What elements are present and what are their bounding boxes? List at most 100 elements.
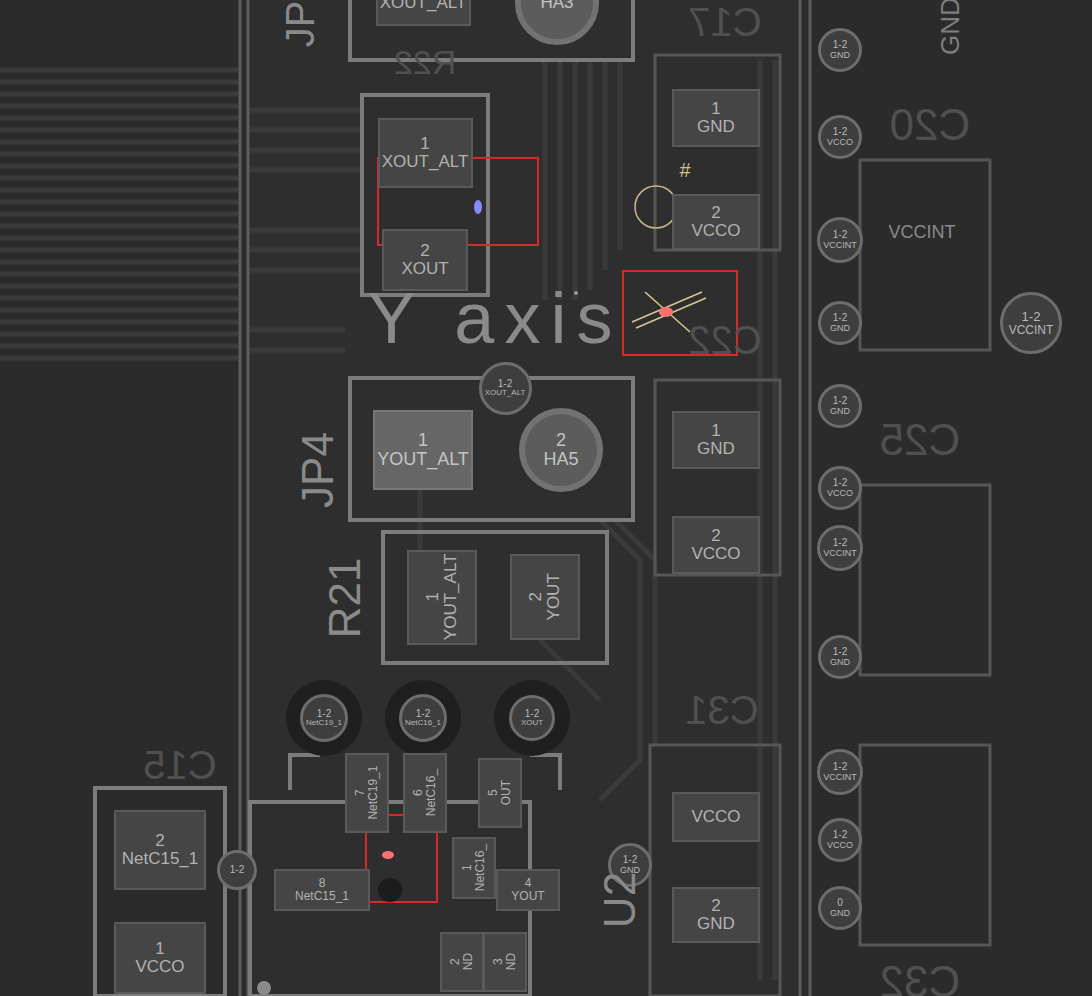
net-name: VCCINT (1009, 324, 1054, 337)
pad-text-group: 3ND (492, 953, 517, 970)
pad-text-group: 0GND (830, 898, 850, 918)
pad-text-group: 1-2NetC19_1 (306, 709, 342, 728)
pin-number: 1 (711, 100, 720, 118)
via: 1-2VCCO (818, 466, 862, 510)
pin-number: 2 (711, 897, 720, 915)
via: 1-2XOUT_ALT (479, 362, 532, 415)
pad-text-group: VCCO (691, 808, 740, 826)
smd-pad: 3ND (483, 932, 527, 992)
pad-text-group: 1-2GND (830, 647, 850, 667)
pin-number: 7 (354, 790, 367, 797)
pin-number: 2 (155, 832, 164, 850)
bottom-silkscreen-label: C20 (890, 103, 971, 147)
pin-number: 1-2 (833, 538, 847, 549)
net-name: YOUT (545, 573, 563, 620)
pin-number: 1-2 (833, 396, 847, 407)
bottom-silkscreen-label: C31 (685, 690, 758, 730)
net-name: YOUT_ALT (377, 450, 469, 469)
via: 1-2XOUT (509, 695, 555, 741)
pad-text-group: 1VCCO (135, 940, 184, 976)
pad-text-group: 2HA5 (543, 431, 578, 469)
smd-pad: 7NetC19_1 (345, 753, 389, 833)
pin-number: 0 (837, 898, 843, 909)
smd-pad: 1GND (672, 411, 760, 469)
via: 1-2VCCINT (817, 217, 863, 263)
silkscreen-label: U2 (598, 872, 642, 928)
pin-number: 2 (711, 527, 720, 545)
pad-text-group: 1GND (697, 100, 735, 136)
pin-number: 2 (449, 959, 462, 966)
pad-text-group: 1-2XOUT (521, 709, 543, 728)
pad-text-group: 1-2GND (830, 396, 850, 416)
net-name: 1-2 (230, 865, 244, 876)
pin-number: 1-2 (623, 855, 637, 866)
net-name: GND (697, 118, 735, 136)
net-name: VCCO (827, 138, 853, 147)
net-name: VCCINT (823, 241, 857, 250)
pad-text-group: 1-2VCCINT (1009, 310, 1054, 336)
net-name: NetC16_ (474, 844, 487, 891)
net-name: NetC15_1 (122, 850, 199, 868)
pin-number: 1-2 (833, 647, 847, 658)
net-name: XOUT (521, 719, 543, 727)
smd-pad: 2VCCO (672, 194, 760, 250)
net-name: XOUT_ALT (380, 0, 467, 12)
via: 1-2GND (818, 384, 862, 428)
through-hole-pad: 2HA5 (519, 408, 603, 492)
via: 1-2NetC16_1 (399, 694, 447, 742)
net-name: XOUT (401, 260, 448, 278)
pin-number: 6 (412, 790, 425, 797)
pad-text-group: 2NetC15_1 (122, 832, 199, 868)
smd-pad: 2GND (672, 887, 760, 943)
through-hole-pad: 1YOUT_ALT (373, 410, 473, 490)
pad-text-group: 1-2GND (830, 40, 850, 60)
net-name: VCCINT (823, 773, 857, 782)
pin-number: 1 (418, 431, 428, 450)
pin-number: 1 (461, 865, 474, 872)
smd-pad: 2NetC15_1 (114, 810, 206, 890)
bottom-silkscreen-label: C32 (880, 960, 961, 996)
pin-number: 1-2 (833, 478, 847, 489)
smd-pad: 6NetC16_ (403, 753, 447, 833)
pad-text-group: 2GND (697, 897, 735, 933)
smd-pad: 2YOUT (510, 554, 580, 640)
pin-number: 1-2 (416, 709, 430, 720)
pad-text-group: 8NetC15_1 (295, 877, 349, 902)
net-name: GND (830, 324, 850, 333)
via: 1-2VCCO (818, 818, 862, 862)
pin-number: 1 (711, 422, 720, 440)
net-name: OUT (500, 780, 513, 805)
silkscreen-label: # (679, 160, 690, 180)
pin-number: 1-2 (833, 40, 847, 51)
smd-pad: 1XOUT_ALT (378, 118, 473, 188)
pad-text-group: 1-2VCCO (827, 478, 853, 498)
pad-text-group: 2VCCO (691, 527, 740, 563)
silkscreen-label: Y axis (368, 282, 623, 354)
pad-text-group: 1-2VCCINT (823, 230, 857, 250)
pin-number: 2 (527, 592, 545, 601)
pin-number: 1 (420, 135, 429, 153)
via: 1-2VCCINT (817, 525, 863, 571)
pin-number: 1-2 (498, 379, 512, 390)
bottom-silkscreen-label: C25 (880, 418, 961, 462)
pin-number: 1-2 (833, 762, 847, 773)
bottom-silkscreen-label: C22 (688, 320, 761, 360)
net-name: GND (697, 440, 735, 458)
bottom-silkscreen-label: C17 (688, 2, 761, 42)
net-name: VCCO (827, 841, 853, 850)
pad-text-group: XOUT_ALT (380, 0, 467, 12)
pin-number: 1 (155, 940, 164, 958)
pin-number: 8 (319, 877, 326, 890)
smd-pad: 1NetC16_ (452, 837, 496, 899)
smd-pad: 1VCCO (114, 922, 206, 994)
smd-pad: VCCO (672, 792, 760, 842)
pin-number: 1-2 (833, 313, 847, 324)
net-name: VCCINT (823, 549, 857, 558)
pad-text-group: 1XOUT_ALT (382, 135, 469, 171)
pad-text-group: 1-2NetC16_1 (405, 709, 441, 728)
net-name: ND (462, 953, 475, 970)
smd-pad: XOUT_ALT (376, 0, 471, 26)
pin-number: 1 (424, 592, 442, 601)
via: 1-2VCCINT (1000, 292, 1062, 354)
pad-text-group: 1-2VCCINT (823, 538, 857, 558)
